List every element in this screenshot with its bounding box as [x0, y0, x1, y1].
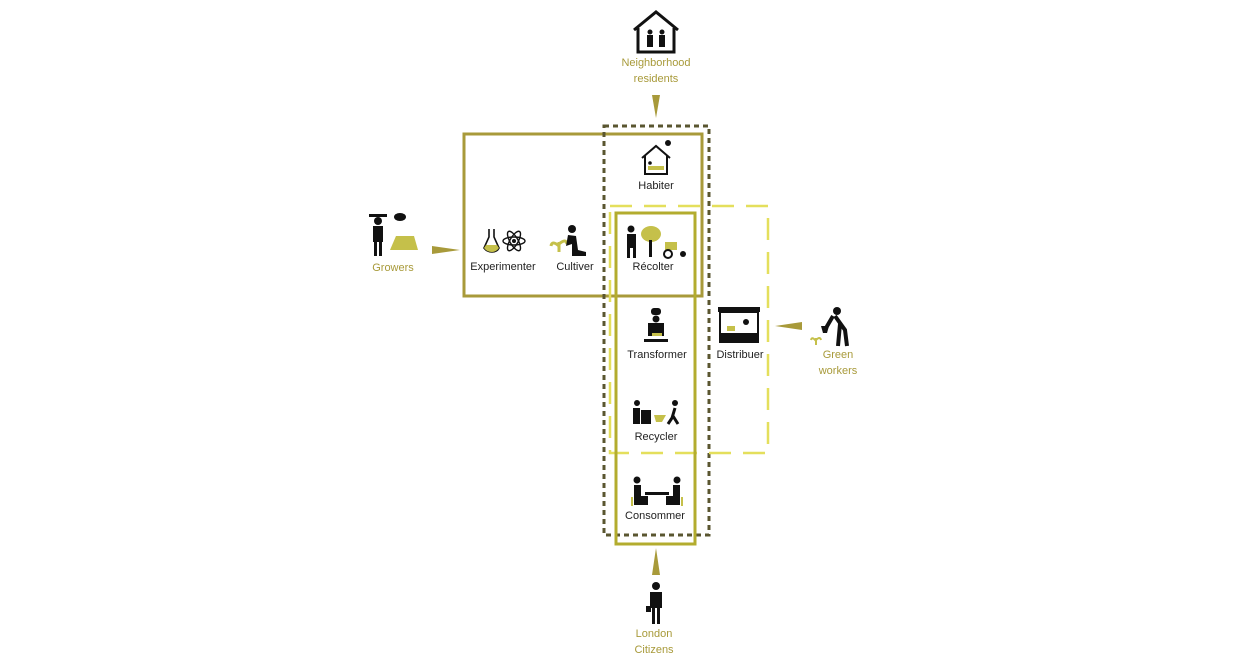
recycling-icon	[633, 400, 680, 425]
arrow-green-workers	[775, 322, 802, 330]
actor-green-workers: Green workers	[819, 347, 858, 379]
citizens-box	[614, 211, 697, 546]
activity-consommer: Consommer	[625, 510, 685, 522]
actor-label: Neighborhood	[621, 57, 691, 69]
activity-transformer: Transformer	[627, 349, 687, 361]
flask-atom-icon	[483, 229, 526, 253]
actor-label: London	[635, 628, 673, 640]
harvest-icon	[627, 225, 686, 259]
actor-label: workers	[818, 365, 858, 377]
kneeling-gardener-icon	[549, 225, 586, 256]
actor-neighborhood-residents: Neighborhood residents	[621, 55, 690, 87]
arrow-residents	[652, 95, 660, 118]
actor-label: residents	[633, 73, 679, 85]
activity-cultiver: Cultiver	[556, 261, 594, 273]
businessman-icon	[646, 582, 662, 624]
actor-label: Green	[822, 349, 854, 361]
house-bed-icon	[641, 140, 671, 175]
activity-habiter: Habiter	[638, 180, 674, 192]
actor-growers: Growers	[372, 262, 414, 274]
residents-dotted-box	[602, 124, 711, 537]
chef-icon	[644, 308, 668, 342]
farmer-icon	[369, 213, 418, 256]
grow-box	[462, 132, 704, 298]
actor-label: Citizens	[634, 644, 674, 656]
arrow-citizens	[652, 548, 660, 575]
arrow-growers	[432, 246, 460, 254]
market-stall-icon	[718, 307, 760, 343]
house-family-icon	[633, 10, 679, 54]
actor-london-citizens: London Citizens	[634, 626, 673, 658]
green-workers-dashed-box	[608, 204, 770, 455]
activity-recolter: Récolter	[632, 261, 674, 273]
activity-recycler: Recycler	[634, 431, 678, 443]
watering-gardener-icon	[810, 307, 849, 347]
dining-icon	[631, 476, 683, 506]
activity-experimenter: Experimenter	[470, 261, 536, 273]
activity-distribuer: Distribuer	[716, 349, 764, 361]
